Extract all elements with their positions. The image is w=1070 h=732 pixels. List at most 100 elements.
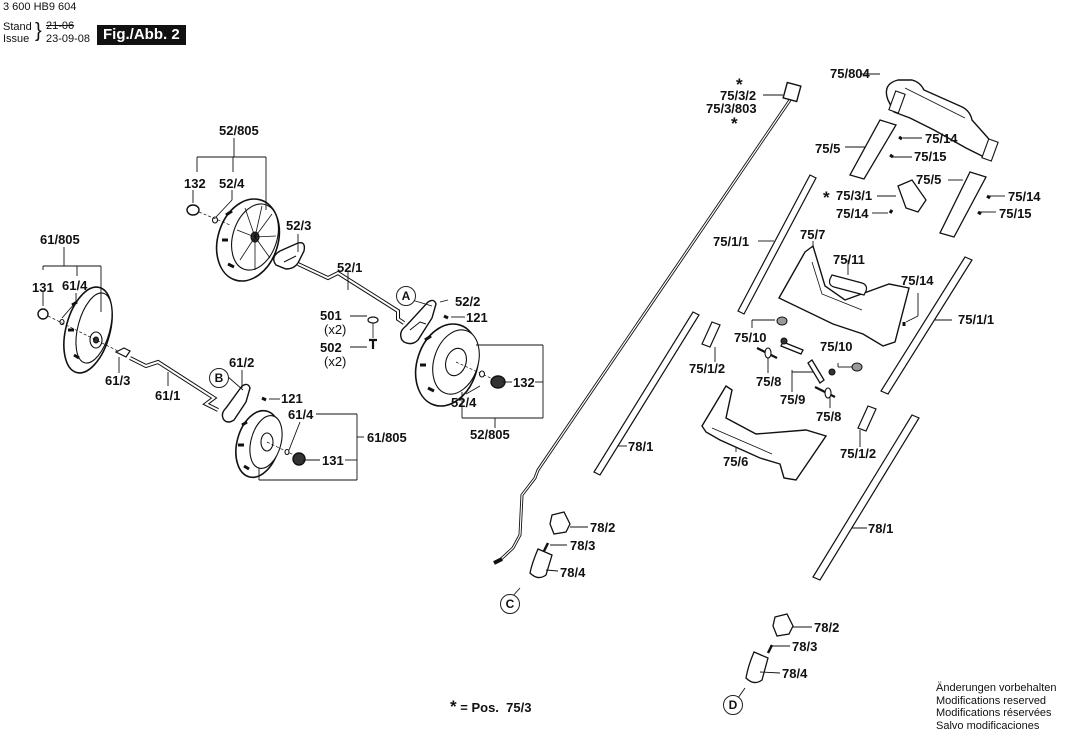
- front-wheel-cap-bottom: [293, 453, 305, 465]
- front-bushing: [116, 348, 130, 357]
- label-121-rear: 121: [466, 311, 488, 325]
- label-61-3: 61/3: [105, 374, 130, 388]
- label-52-3: 52/3: [286, 219, 311, 233]
- figure-label: Fig./Abb. 2: [97, 25, 186, 45]
- star-marker-switch: *: [823, 191, 830, 205]
- spring-left: [777, 317, 787, 325]
- lower-tube-right: [813, 415, 919, 580]
- label-75-8-right: 75/8: [816, 410, 841, 424]
- label-75-15-grip-left: 75/15: [914, 150, 947, 164]
- front-bracket: [222, 384, 250, 422]
- old-date: 21-06: [46, 20, 74, 32]
- issue-date: 23-09-08: [46, 33, 90, 45]
- label-61-4-top: 61/4: [62, 279, 87, 293]
- label-75-10-right: 75/10: [820, 340, 853, 354]
- label-75-6: 75/6: [723, 455, 748, 469]
- label-502-qty: (x2): [324, 355, 346, 369]
- label-75-14-crossbar: 75/14: [901, 274, 934, 288]
- label-78-2-left: 78/2: [590, 521, 615, 535]
- label-75-14-grip-left: 75/14: [925, 132, 958, 146]
- label-131-bottom: 131: [322, 454, 344, 468]
- legend-star: *: [450, 697, 457, 716]
- label-75-1-1-left: 75/1/1: [713, 235, 749, 249]
- notice-de: Änderungen vorbehalten: [936, 682, 1056, 695]
- label-75-1-2-left: 75/1/2: [689, 362, 725, 376]
- grip-right: [940, 172, 986, 237]
- label-501: 501: [320, 309, 342, 323]
- label-75-11: 75/11: [833, 253, 865, 267]
- bolt-left: [757, 348, 777, 358]
- document-number: 3 600 HB9 604: [3, 1, 76, 13]
- label-75-5-left: 75/5: [815, 142, 840, 156]
- grip-left: [850, 120, 896, 179]
- label-52-1: 52/1: [337, 261, 362, 275]
- bolt-right: [815, 387, 835, 398]
- label-61-805-bottom: 61/805: [367, 431, 407, 445]
- label-132-top: 132: [184, 177, 206, 191]
- cover-plate: [830, 275, 867, 295]
- label-61-4-bottom: 61/4: [288, 408, 313, 422]
- handle-leader-lines: [611, 138, 1005, 528]
- label-78-3-left: 78/3: [570, 539, 595, 553]
- label-78-2-right: 78/2: [814, 621, 839, 635]
- star-marker-bottom: *: [731, 117, 738, 131]
- label-501-qty: (x2): [324, 323, 346, 337]
- label-75-7: 75/7: [800, 228, 825, 242]
- cable-end: [494, 559, 502, 563]
- screw-121-rear: [444, 316, 448, 318]
- lever-left: [781, 338, 803, 354]
- label-132-bottom: 132: [513, 376, 535, 390]
- clip-left: [702, 322, 720, 347]
- cap-left: [550, 512, 570, 534]
- label-78-4-right: 78/4: [782, 667, 807, 681]
- star-legend: * = Pos. 75/3: [450, 697, 531, 717]
- detail-marker-c: C: [500, 594, 520, 614]
- rear-wheel-washer-bottom: [480, 371, 485, 377]
- label-75-14-switch: 75/14: [836, 207, 869, 221]
- label-75-3-1: 75/3/1: [836, 189, 872, 203]
- label-78-3-right: 78/3: [792, 640, 817, 654]
- label-61-805-top: 61/805: [40, 233, 80, 247]
- label-78-4-left: 78/4: [560, 566, 585, 580]
- label-75-1-1-right: 75/1/1: [958, 313, 994, 327]
- lower-crossbar: [702, 386, 826, 480]
- label-75-14-grip-right: 75/14: [1008, 190, 1041, 204]
- screw-502: [369, 340, 377, 349]
- rear-wheel-cap-top: [187, 205, 199, 215]
- label-52-4-bottom: 52/4: [451, 396, 476, 410]
- notice-fr: Modifications réservées: [936, 707, 1056, 720]
- label-75-15-grip-right: 75/15: [999, 207, 1032, 221]
- label-52-805-top: 52/805: [219, 124, 259, 138]
- stand-label: Stand: [3, 21, 32, 33]
- front-wheel-cap-top: [38, 309, 48, 319]
- label-75-804: 75/804: [830, 67, 870, 81]
- label-78-1-left: 78/1: [628, 440, 653, 454]
- foot-right: [746, 652, 768, 683]
- label-61-1: 61/1: [155, 389, 180, 403]
- label-52-805-bottom: 52/805: [470, 428, 510, 442]
- label-75-1-2-right: 75/1/2: [840, 447, 876, 461]
- issue-label: Issue: [3, 33, 29, 45]
- label-75-10-left: 75/10: [734, 331, 767, 345]
- label-52-2: 52/2: [455, 295, 480, 309]
- notice-es: Salvo modificaciones: [936, 720, 1056, 732]
- label-121-front: 121: [281, 392, 303, 406]
- legend-text: = Pos. 75/3: [460, 700, 531, 715]
- rear-wheel-top: [206, 191, 289, 289]
- front-wheel-washer-bottom: [285, 450, 289, 455]
- foot-left: [530, 549, 552, 578]
- brace: }: [35, 20, 42, 42]
- spring-right: [852, 363, 862, 371]
- label-131-top: 131: [32, 281, 54, 295]
- label-75-5-right: 75/5: [916, 173, 941, 187]
- pin-left: [544, 543, 548, 551]
- label-75-9: 75/9: [780, 393, 805, 407]
- clip-right: [858, 406, 876, 431]
- label-78-1-right: 78/1: [868, 522, 893, 536]
- detail-marker-b: B: [209, 368, 229, 388]
- label-61-2: 61/2: [229, 356, 254, 370]
- modifications-notice: Änderungen vorbehalten Modifications res…: [936, 682, 1056, 732]
- notice-en: Modifications reserved: [936, 695, 1056, 708]
- label-502: 502: [320, 341, 342, 355]
